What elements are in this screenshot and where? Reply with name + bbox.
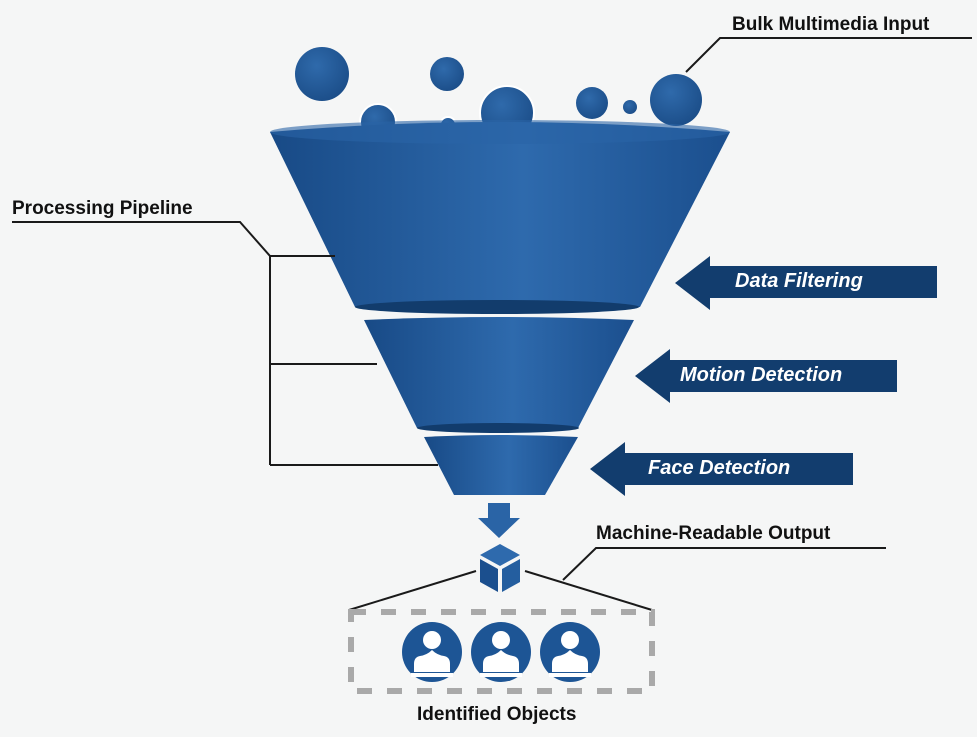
input-connector-line xyxy=(685,37,972,73)
stage-label-face-detection: Face Detection xyxy=(648,457,791,479)
stage-arrow-motion-detection xyxy=(635,349,897,403)
bubble xyxy=(623,100,637,114)
pipeline-bracket xyxy=(12,221,438,466)
funnel-section-2 xyxy=(364,317,634,433)
bubble xyxy=(576,87,608,119)
person-icon xyxy=(402,622,462,682)
stage-arrow-face-detection xyxy=(590,442,853,496)
funnel-section-3 xyxy=(424,435,578,495)
label-identified-objects: Identified Objects xyxy=(417,704,577,725)
bubble xyxy=(295,47,349,101)
label-processing-pipeline: Processing Pipeline xyxy=(12,198,193,219)
label-bulk-multimedia-input: Bulk Multimedia Input xyxy=(732,14,930,35)
label-machine-readable-output: Machine-Readable Output xyxy=(596,523,831,544)
cube-icon xyxy=(480,544,520,592)
stage-label-data-filtering: Data Filtering xyxy=(735,270,863,292)
bubble xyxy=(430,57,464,91)
funnel-section-1 xyxy=(270,120,730,314)
stage-label-motion-detection: Motion Detection xyxy=(680,364,843,386)
bubble xyxy=(650,74,702,126)
person-icon xyxy=(471,622,531,682)
down-arrow-icon xyxy=(478,503,520,538)
output-connector-lines xyxy=(348,547,886,611)
person-icon xyxy=(540,622,600,682)
objects-dashed-box xyxy=(348,609,655,694)
input-bubbles xyxy=(295,47,702,147)
stage-arrow-data-filtering xyxy=(675,256,937,310)
